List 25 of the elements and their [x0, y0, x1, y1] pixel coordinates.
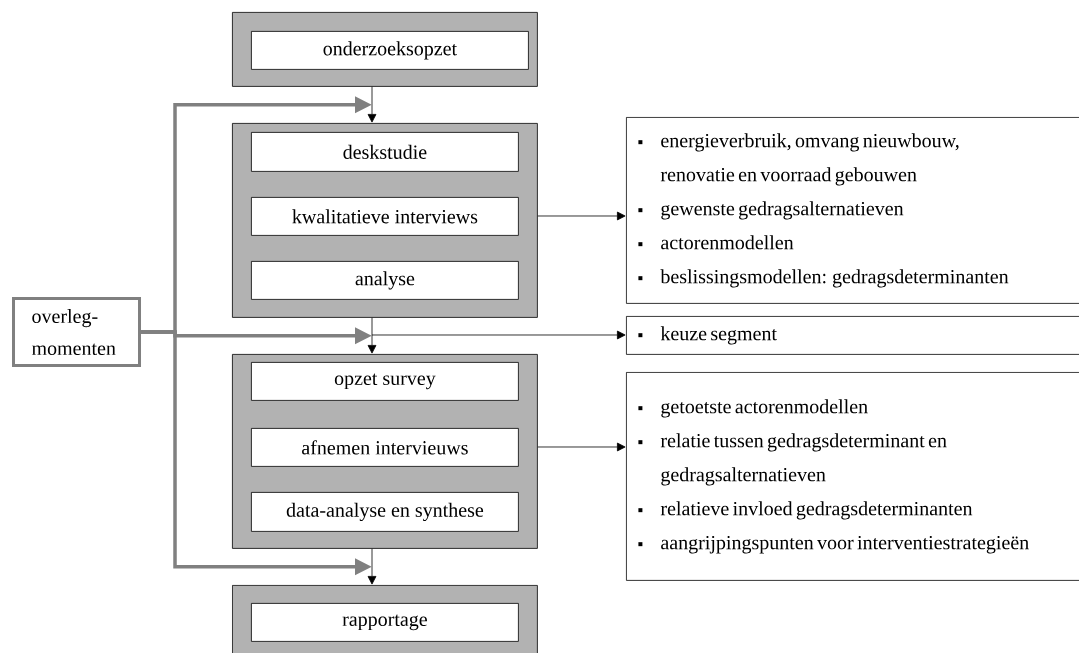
step-box: afnemen intervieuws	[251, 428, 519, 467]
step-box: rapportage	[251, 603, 519, 642]
step-box: analyse	[251, 261, 519, 300]
step-box: deskstudie	[251, 132, 519, 172]
arrow	[537, 442, 626, 452]
list-item: getoetste actorenmodellen	[661, 399, 868, 418]
arrow	[367, 86, 377, 123]
list-item: keuze segment	[660, 326, 777, 345]
result-list-box	[626, 316, 1079, 355]
list-item: aangrijpingspunten voor interventiestrategieën	[661, 535, 1029, 554]
meeting-box: overleg- momenten	[12, 297, 141, 367]
step-box: opzet survey	[251, 362, 519, 401]
step-box: kwalitatieve interviews	[251, 197, 519, 236]
list-item: gewenste gedragsalternatieven	[661, 201, 904, 220]
list-item: beslissingsmodellen: gedragsdeterminanten	[660, 269, 1009, 288]
step-box: onderzoeksopzet	[251, 31, 529, 70]
arrow	[367, 548, 377, 585]
list-item: actorenmodellen	[661, 235, 794, 250]
arrow	[367, 317, 377, 354]
result-list-box	[626, 117, 1079, 304]
result-list-box	[626, 372, 1079, 581]
arrow	[537, 211, 626, 221]
step-box: data-analyse en synthese	[251, 492, 519, 532]
arrow	[371, 330, 626, 340]
list-item: relatieve invloed gedragsdeterminanten	[660, 501, 973, 520]
